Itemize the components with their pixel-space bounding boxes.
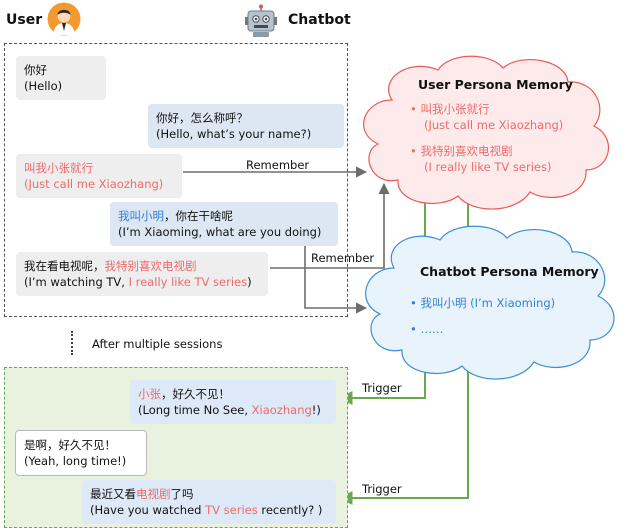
session2-message-1: 小张，好久不见！ (Long time No See, Xiaozhang!) [130,380,336,424]
chatbot-memory-item-1: • 我叫小明 (I’m Xiaoming) [410,296,556,310]
user-memory-title: User Persona Memory [418,77,573,92]
session-1-box [4,43,348,317]
user-memory-item-2: • 我特别喜欢电视剧 (I really like TV series) [410,143,551,175]
trigger-label-2: Trigger [362,482,402,496]
text-segment: ) [247,275,252,289]
msg-line: 叫我小张就行 [24,160,174,176]
text-segment: (Have you watched [90,503,206,517]
text-segment: (Yeah, long time!) [24,454,127,468]
text-segment: 你好 [24,63,47,77]
bullet-icon: • [410,322,421,336]
session1-message-4: 我叫小明，你在干啥呢 (I’m Xiaoming, what are you d… [110,202,338,246]
msg-line: 我叫小明，你在干啥呢 [118,208,330,224]
msg-line: (Hello, what’s your name?) [156,126,336,142]
text-segment: 最近又看 [90,487,136,501]
text-segment: I really like TV series [128,275,248,289]
user-memory-item-cn: • 叫我小张就行 [410,102,490,116]
separator-label: After multiple sessions [92,337,223,351]
vertical-ellipsis-icon [71,331,73,355]
bullet-icon: • [410,296,421,310]
text-segment: (I’m watching TV, [24,275,129,289]
remember-label-1: Remember [246,158,310,172]
chatbot-memory-title: Chatbot Persona Memory [420,264,599,279]
session1-message-5: 我在看电视呢，我特别喜欢电视剧 (I’m watching TV, I real… [16,252,268,296]
user-header: User [6,12,43,28]
text-segment: !) [311,403,321,417]
session1-message-2: 你好，怎么称呼？ (Hello, what’s your name?) [148,104,344,148]
robot-icon [244,4,278,38]
remember-connectors [183,166,390,314]
session1-message-1: 你好 (Hello) [16,56,106,100]
user-memory-item-en: (I really like TV series) [424,160,552,174]
text-segment: 是啊，好久不见！ [24,438,116,452]
bullet-icon: • [410,102,421,116]
text-segment: (Just call me Xiaozhang) [24,177,164,191]
chatbot-memory-cloud [365,225,615,380]
text-segment: (I’m Xiaoming, what are you doing) [118,225,322,239]
msg-line: 小张，好久不见！ [138,386,328,402]
msg-line: (Yeah, long time!) [24,453,138,469]
text-segment: 了吗 [170,487,194,501]
text-segment: 我叫小明 [118,209,164,223]
msg-line: (Just call me Xiaozhang) [24,176,174,192]
text-segment: 电视剧 [136,487,171,501]
text-segment: TV series [205,503,258,517]
bullet-icon: • [410,144,421,158]
text-segment: (Hello) [24,79,63,93]
msg-line: (Long time No See, Xiaozhang!) [138,402,328,418]
msg-line: 最近又看电视剧了吗 [90,486,328,502]
text-segment: recently? ) [257,503,323,517]
text-segment: (Long time No See, [138,403,252,417]
text-segment: (Hello, what’s your name?) [156,127,312,141]
chatbot-memory-item-2: • …… [410,322,444,336]
msg-line: (Have you watched TV series recently? ) [90,502,328,518]
text-segment: 我特别喜欢电视剧 [104,259,197,273]
session2-message-3: 最近又看电视剧了吗 (Have you watched TV series re… [82,480,336,524]
session2-message-2: 是啊，好久不见！ (Yeah, long time!) [15,430,147,476]
user-memory-item-1: • 叫我小张就行 (Just call me Xiaozhang) [410,101,563,133]
msg-line: (I’m Xiaoming, what are you doing) [118,224,330,240]
user-memory-item-cn: • 我特别喜欢电视剧 [410,144,513,158]
msg-line: 你好，怎么称呼？ [156,110,336,126]
text-segment: 小张 [138,387,161,401]
chatbot-header: Chatbot [288,12,351,28]
user-memory-item-en: (Just call me Xiaozhang) [424,118,564,132]
msg-line: 我在看电视呢，我特别喜欢电视剧 [24,258,260,274]
session1-message-3: 叫我小张就行 (Just call me Xiaozhang) [16,154,182,198]
text-segment: Xiaozhang [251,403,312,417]
text-segment: 你好，怎么称呼？ [156,111,248,125]
text-segment: 叫我小张就行 [24,161,93,175]
msg-line: (Hello) [24,78,98,94]
text-segment: 我在看电视呢， [24,259,105,273]
text-segment: ，你在干啥呢 [164,209,233,223]
msg-line: (I’m watching TV, I really like TV serie… [24,274,260,290]
text-segment: ，好久不见！ [161,387,230,401]
remember-label-2: Remember [311,251,375,265]
user-avatar-icon [47,2,81,36]
trigger-label-1: Trigger [362,381,402,395]
msg-line: 是啊，好久不见！ [24,437,138,453]
user-memory-cloud [363,55,610,210]
msg-line: 你好 [24,62,98,78]
